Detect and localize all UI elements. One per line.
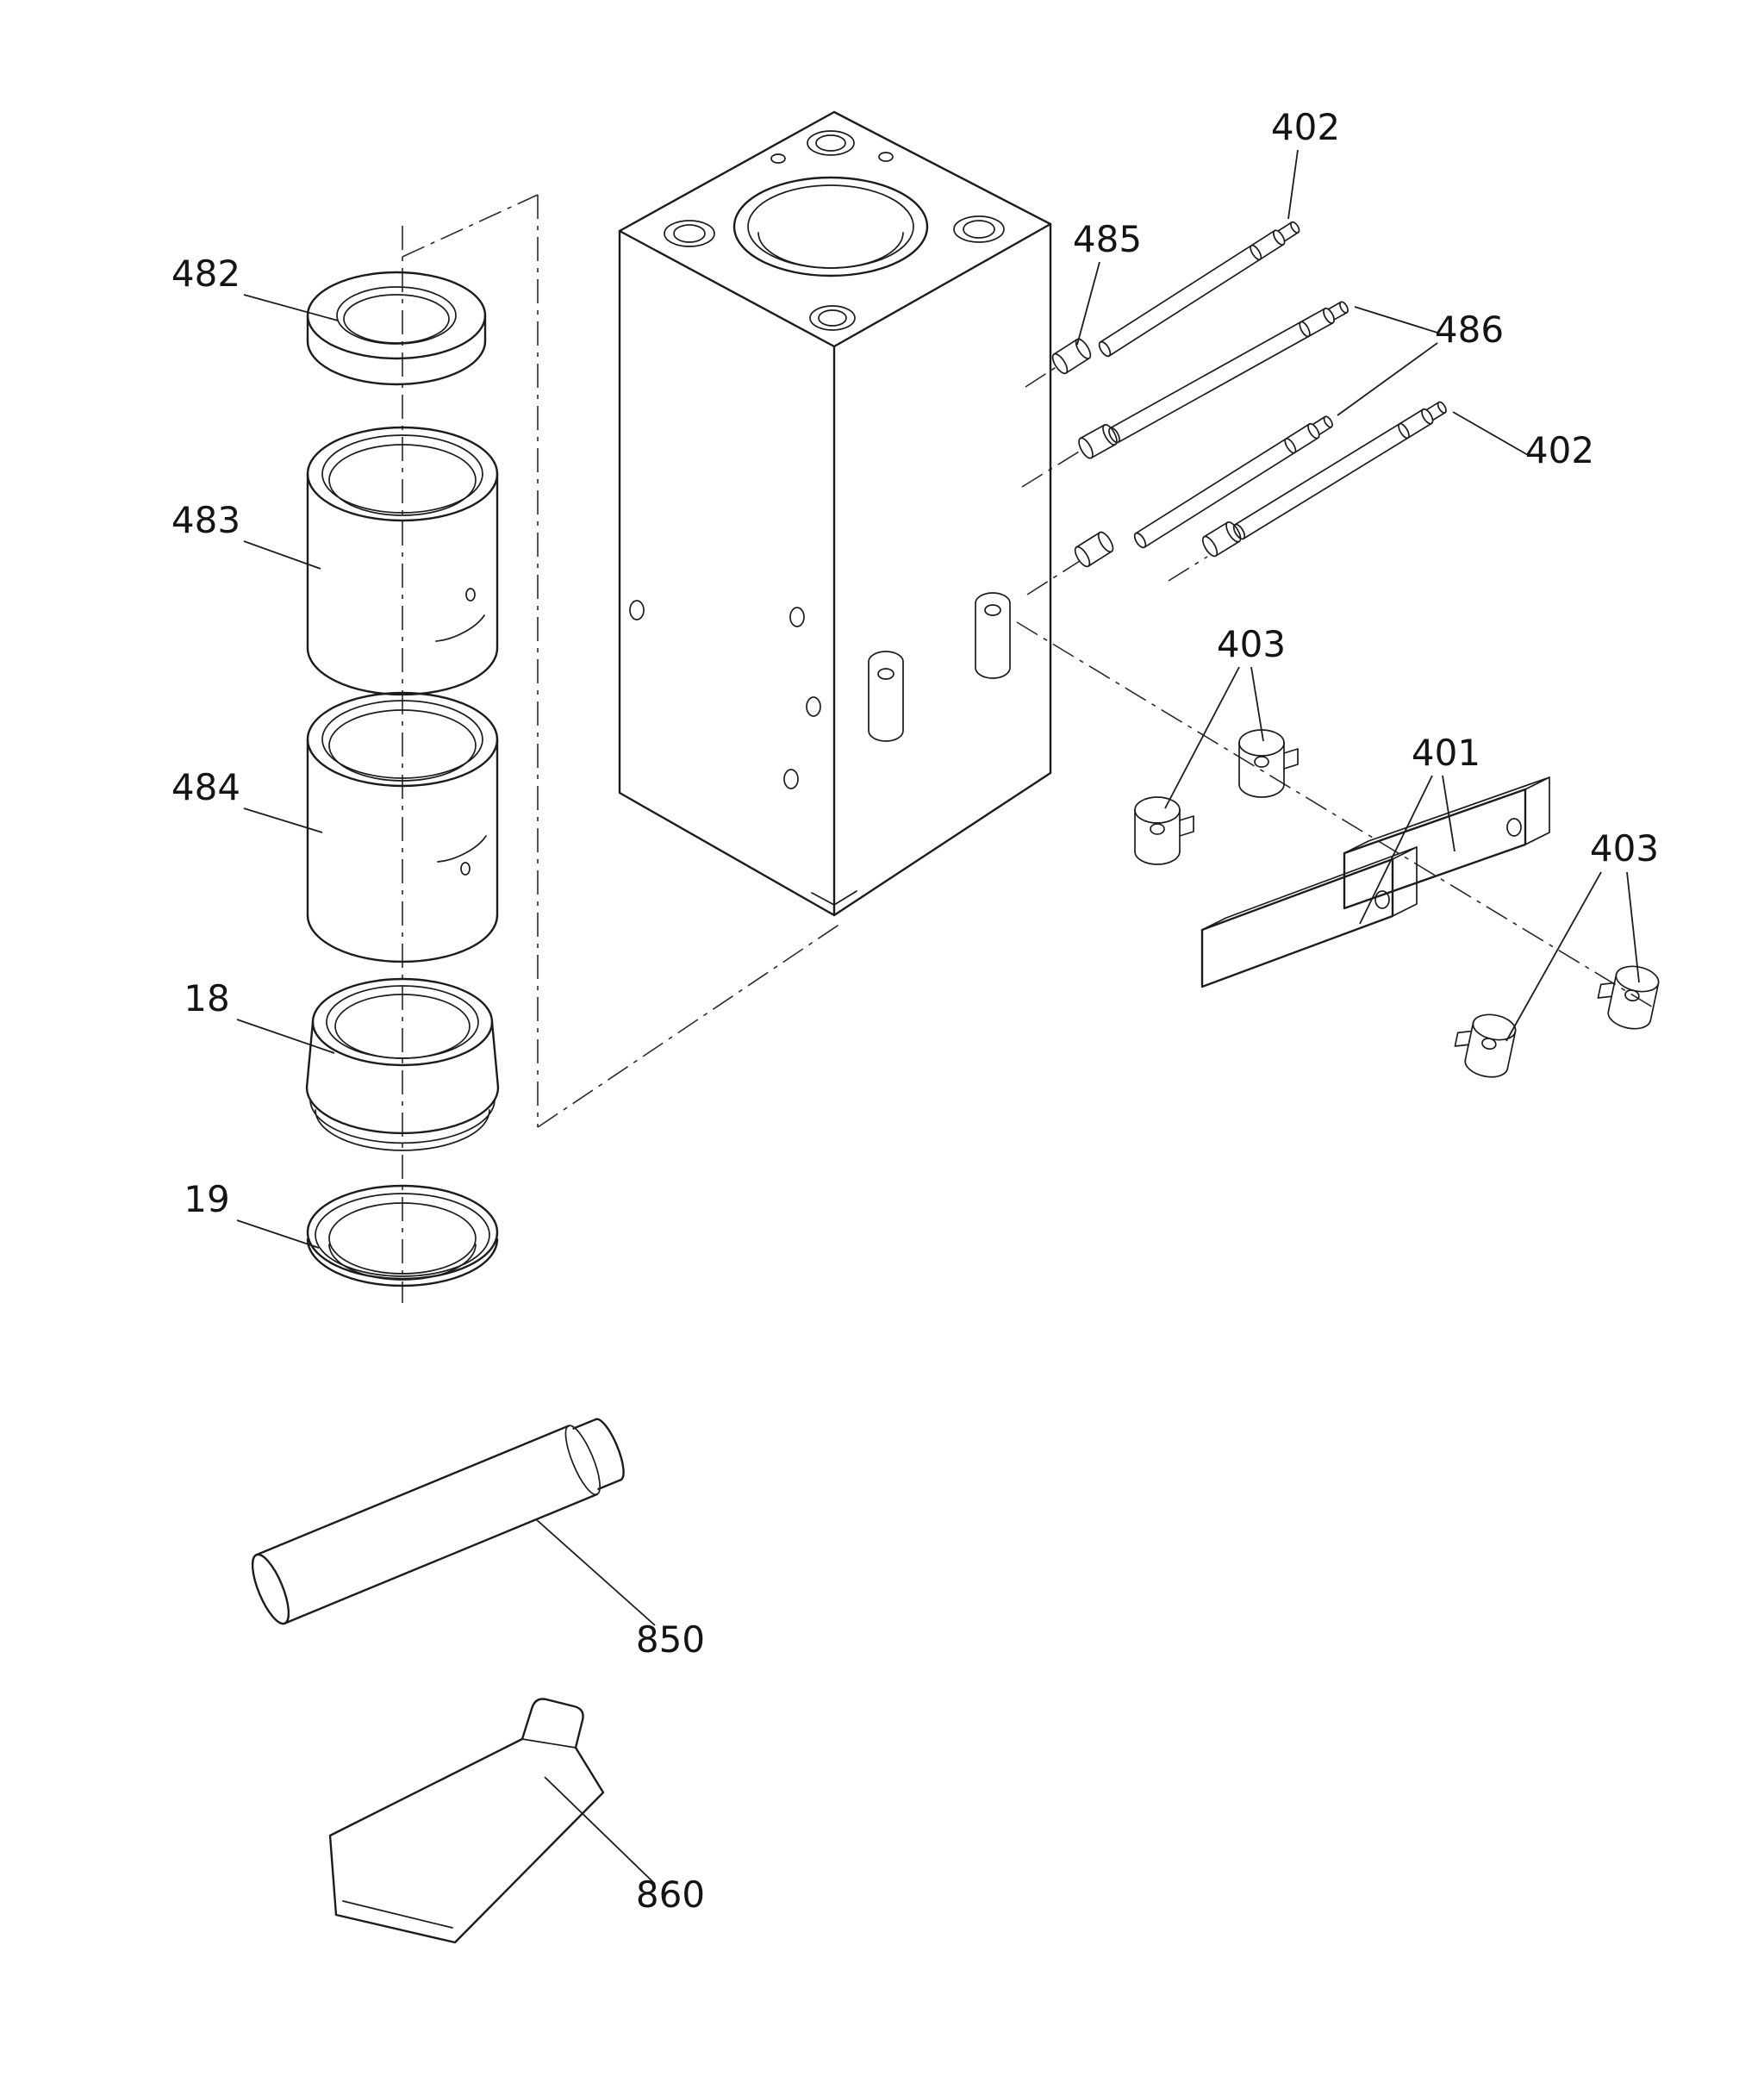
leader-484 bbox=[243, 807, 323, 833]
leader-850 bbox=[535, 1518, 656, 1626]
scraper-fold-line bbox=[521, 1738, 577, 1749]
part-bushing-485 bbox=[1051, 338, 1092, 375]
part-clip-403-b bbox=[1238, 729, 1299, 798]
rod3-axis bbox=[1026, 560, 1081, 595]
leader-482 bbox=[243, 294, 339, 321]
construction-diagonal-top bbox=[402, 194, 539, 258]
leader-401-1 bbox=[1359, 775, 1433, 925]
part-860-scraper bbox=[328, 1698, 605, 1944]
leader-lines bbox=[236, 149, 1640, 1885]
part-bushing-486b bbox=[1074, 531, 1114, 568]
rod4-axis bbox=[1168, 556, 1208, 582]
block-top-hole-front bbox=[809, 305, 856, 331]
block-top-hole-apex bbox=[807, 130, 855, 156]
part-label-402-top: 402 bbox=[1271, 106, 1340, 148]
part-label-485: 485 bbox=[1073, 218, 1142, 260]
part-rod-402-right bbox=[1232, 401, 1447, 540]
rod1-axis bbox=[1025, 365, 1058, 388]
part-main-block bbox=[618, 110, 1052, 917]
block-face-hole-2 bbox=[789, 607, 805, 627]
part-label-486: 486 bbox=[1435, 309, 1504, 351]
part-label-403-lower: 403 bbox=[1590, 827, 1659, 870]
leader-403a-1 bbox=[1164, 666, 1240, 809]
leader-483 bbox=[243, 540, 321, 570]
block-face-hole-4 bbox=[783, 769, 799, 789]
leader-403a-2 bbox=[1250, 666, 1264, 742]
leader-485 bbox=[1076, 261, 1100, 346]
part-label-402-right: 402 bbox=[1525, 429, 1594, 471]
part-clip-403-a bbox=[1134, 796, 1194, 865]
part-484-sleeve bbox=[306, 691, 499, 963]
scraper-edge-line bbox=[342, 1900, 453, 1929]
leader-486-1 bbox=[1354, 306, 1438, 334]
part-label-860: 860 bbox=[636, 1873, 705, 1916]
construction-lines bbox=[402, 194, 1655, 1303]
bar-401b-hole bbox=[1506, 818, 1522, 837]
leader-403b-1 bbox=[1505, 871, 1602, 1042]
part-label-482: 482 bbox=[171, 252, 240, 295]
part-rod-486-lower bbox=[1133, 415, 1333, 549]
leader-403b-2 bbox=[1626, 871, 1640, 983]
part-clip-403-c bbox=[1454, 1013, 1517, 1078]
part-label-19: 19 bbox=[184, 1178, 229, 1220]
part-rod-402-top bbox=[1098, 221, 1300, 358]
block-face-hole-1 bbox=[629, 600, 645, 620]
block-top-pin-hole-right bbox=[878, 152, 894, 162]
clip-bar-axis bbox=[1016, 621, 1655, 1009]
leader-860 bbox=[544, 1776, 656, 1885]
part-label-850: 850 bbox=[636, 1618, 705, 1661]
part-19-cup-seal bbox=[306, 1184, 499, 1287]
part-bar-401-a bbox=[1200, 846, 1418, 988]
part-label-483: 483 bbox=[171, 499, 240, 541]
sleeve-484-pin-hole bbox=[460, 862, 471, 876]
construction-diagonal-bottom bbox=[537, 923, 841, 1128]
sleeve-484-notch bbox=[437, 835, 487, 863]
block-right-face-slot bbox=[975, 592, 1011, 679]
leader-19 bbox=[236, 1219, 320, 1249]
block-top-front-left-edge bbox=[618, 229, 836, 348]
part-label-401: 401 bbox=[1412, 732, 1480, 774]
block-top-pin-hole-left bbox=[770, 153, 786, 164]
block-face-hole-3 bbox=[806, 696, 821, 717]
part-482-ring bbox=[306, 271, 487, 386]
part-label-484: 484 bbox=[171, 766, 240, 808]
block-top-front-right-edge bbox=[832, 222, 1052, 348]
part-bar-401-b bbox=[1343, 776, 1550, 910]
part-clip-403-d bbox=[1597, 965, 1660, 1030]
sleeve-483-notch bbox=[435, 614, 485, 642]
part-rod-486-upper bbox=[1108, 301, 1349, 444]
block-top-bore-large bbox=[732, 176, 929, 277]
block-top-hole-right bbox=[953, 215, 1005, 243]
part-bushing-486a bbox=[1078, 423, 1118, 459]
rod2-axis bbox=[1021, 448, 1084, 488]
bar-401a-hole bbox=[1374, 890, 1390, 909]
block-left-face-slot bbox=[868, 651, 904, 742]
leader-402b bbox=[1452, 411, 1529, 456]
leader-402a bbox=[1287, 149, 1299, 220]
block-bottom-chamfer bbox=[811, 890, 857, 906]
part-483-sleeve bbox=[306, 426, 499, 696]
leader-18 bbox=[236, 1019, 335, 1054]
leader-401-2 bbox=[1442, 775, 1455, 852]
part-18-gland-ring bbox=[305, 977, 500, 1151]
sleeve-483-pin-hole bbox=[465, 588, 476, 602]
part-labels: 482 483 484 18 19 402 485 486 402 403 40… bbox=[171, 106, 1659, 1916]
part-label-18: 18 bbox=[184, 977, 229, 1019]
part-bushing-402b bbox=[1201, 521, 1242, 558]
part-label-403-upper: 403 bbox=[1217, 623, 1286, 665]
part-850-pin bbox=[251, 1418, 625, 1625]
leader-486-2 bbox=[1337, 342, 1438, 416]
block-top-hole-left bbox=[664, 220, 715, 247]
